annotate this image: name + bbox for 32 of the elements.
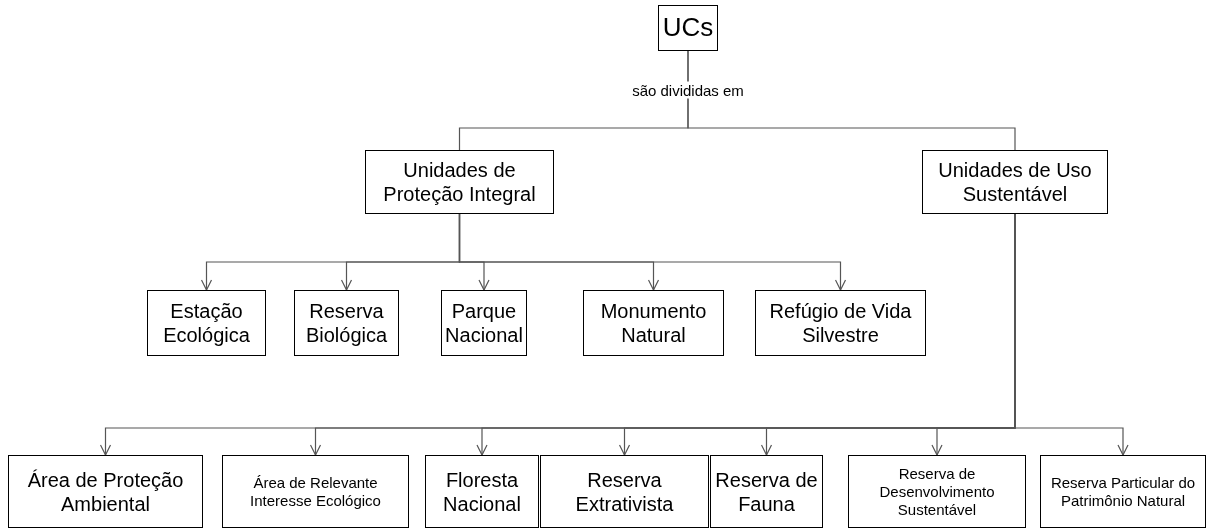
connector-line [687,50,1016,151]
category-box [8,455,203,528]
category-box [583,290,724,356]
box-label: Reserva Extrativista [574,467,675,516]
category-box [365,150,554,214]
box-label: Floresta Nacional [442,467,522,516]
category-box [441,290,527,356]
box-label: Reserva Biológica [304,299,389,347]
box-label: Estação Ecológica [162,299,251,347]
category-box [222,455,409,528]
category-box [294,290,399,356]
category-box [147,290,266,356]
category-box [1040,455,1206,528]
box-label: UCs [662,12,714,44]
category-box [425,455,539,528]
box-label: Reserva de Desenvolvimento Sustentável [878,464,996,519]
box-label: Reserva de Fauna [714,467,819,516]
box-label: Área de Relevante Interesse Ecológico [249,473,382,510]
box-label: Área de Proteção Ambiental [26,467,185,516]
category-box [848,455,1026,528]
category-box [922,150,1108,214]
box-label: Parque Nacional [444,299,524,347]
box-label: Reserva Particular do Patrimônio Natural [1049,473,1197,510]
arrow [458,213,847,291]
box-label: Unidades de Uso Sustentável [937,158,1093,206]
category-box [755,290,926,356]
box-label: Refúgio de Vida Silvestre [768,299,913,347]
box-label: Unidades de Proteção Integral [382,158,537,206]
category-box [540,455,709,528]
category-box [710,455,823,528]
root-box [658,5,718,51]
box-label: Monumento Natural [599,299,708,347]
